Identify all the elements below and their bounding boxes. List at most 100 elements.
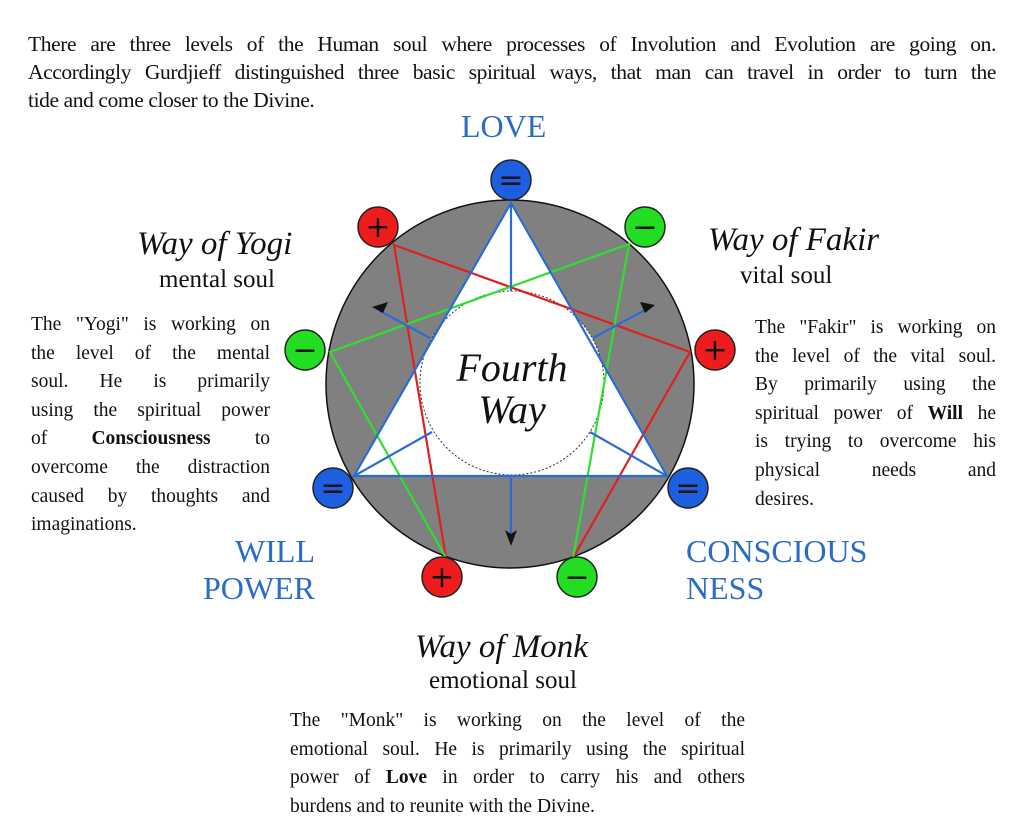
node-circle — [556, 556, 598, 598]
text-segment: the level of the vital soul. — [755, 345, 996, 367]
text-line: desires. — [755, 486, 996, 515]
arrow-yogi — [379, 310, 431, 339]
node-circle — [284, 329, 326, 371]
triangle — [352, 200, 669, 478]
node-equals-icon: = — [667, 467, 709, 509]
text-segment: There are three levels of the Human soul… — [28, 32, 996, 56]
label-love: LOVE — [461, 108, 547, 144]
node-equals-icon: = — [490, 159, 532, 201]
text-segment: power of — [290, 767, 386, 789]
text-segment: in order to carry his and others — [426, 767, 745, 789]
node-minus-icon: − — [284, 329, 326, 371]
label-ness: NESS — [686, 570, 765, 606]
text-line: of Consciousness to — [31, 425, 270, 454]
arrowhead-icon — [640, 302, 655, 313]
text-segment: tide and come closer to the Divine. — [28, 88, 315, 112]
text-line: imaginations. — [31, 511, 270, 540]
text-segment: to — [210, 428, 270, 450]
text-line: caused by thoughts and — [31, 483, 270, 512]
text-segment: overcome the distraction — [31, 456, 270, 478]
node-sign: + — [429, 560, 454, 595]
text-line: using the spiritual power — [31, 397, 270, 426]
node-circle — [357, 206, 399, 248]
text-segment: By primarily using the — [755, 374, 996, 396]
text-segment: spiritual power of — [755, 402, 928, 424]
yogi-description: The "Yogi" is working on the level of the… — [31, 311, 270, 540]
node-circle — [624, 206, 666, 248]
text-segment: caused by thoughts and — [31, 485, 270, 507]
bold-term: Will — [927, 402, 964, 424]
node-sign: + — [702, 333, 727, 368]
node-plus-icon: + — [421, 556, 463, 598]
node-minus-icon: − — [624, 206, 666, 248]
text-segment: of — [31, 428, 92, 450]
text-line: overcome the distraction — [31, 454, 270, 483]
yogi-title: Way of Yogi — [137, 226, 293, 262]
center-label-1: Fourth — [455, 345, 567, 390]
arrow-fakir — [592, 308, 648, 339]
monk-description: The "Monk" is working on the level of th… — [290, 707, 745, 821]
node-plus-icon: + — [694, 329, 736, 371]
fakir-title: Way of Fakir — [708, 222, 880, 258]
text-line: the level of the vital soul. — [755, 343, 996, 372]
green-line — [328, 242, 631, 559]
node-circle — [667, 467, 709, 509]
text-line: By primarily using the — [755, 371, 996, 400]
bold-term: Consciousness — [91, 428, 211, 450]
label-will-power: WILL POWER — [203, 533, 315, 607]
text-segment: burdens and to reunite with the Divine. — [290, 795, 595, 817]
node-sign: = — [675, 471, 700, 506]
text-segment: The "Fakir" is working on — [755, 317, 996, 338]
node-sign: − — [632, 210, 657, 245]
label-consciousness: CONSCIOUS NESS — [686, 533, 867, 607]
text-line: tide and come closer to the Divine. — [28, 86, 996, 114]
text-segment: soul. He is primarily — [31, 371, 270, 393]
text-line: spiritual power of Will he — [755, 400, 996, 429]
text-line: There are three levels of the Human soul… — [28, 30, 996, 58]
text-line: power of Love in order to carry his and … — [290, 764, 745, 793]
node-sign: − — [292, 333, 317, 368]
label-will: WILL — [235, 533, 315, 569]
blue-line — [589, 431, 668, 477]
label-power: POWER — [203, 570, 315, 606]
monk-title: Way of Monk — [415, 629, 588, 665]
text-line: emotional soul. He is primarily using th… — [290, 736, 745, 765]
arrowhead-icon — [372, 302, 388, 313]
fakir-description: The "Fakir" is working on the level of th… — [755, 314, 996, 514]
node-sign: − — [564, 560, 589, 595]
node-sign: = — [320, 471, 345, 506]
node-circle — [694, 329, 736, 371]
text-line: is trying to overcome his — [755, 428, 996, 457]
center-label-2: Way — [478, 387, 546, 432]
text-segment: The "Yogi" is working on — [31, 314, 270, 335]
text-line: The "Fakir" is working on — [755, 314, 996, 343]
text-segment: physical needs and — [755, 459, 996, 481]
node-circle — [421, 556, 463, 598]
text-segment: desires. — [755, 488, 815, 510]
node-circle — [490, 159, 532, 201]
arrowhead-icon — [505, 530, 517, 546]
yogi-subtitle: mental soul — [159, 266, 275, 293]
text-line: The "Monk" is working on the level of th… — [290, 707, 745, 736]
node-plus-icon: + — [357, 206, 399, 248]
fakir-subtitle: vital soul — [740, 262, 833, 289]
bold-term: Love — [385, 767, 427, 789]
text-line: soul. He is primarily — [31, 368, 270, 397]
monk-subtitle: emotional soul — [429, 667, 577, 694]
node-minus-icon: − — [556, 556, 598, 598]
text-line: burdens and to reunite with the Divine. — [290, 793, 745, 822]
text-segment: he — [963, 402, 996, 424]
text-line: the level of the mental — [31, 340, 270, 369]
text-segment: Accordingly Gurdjieff distinguished thre… — [28, 60, 996, 84]
text-segment: using the spiritual power — [31, 399, 270, 421]
label-conscious: CONSCIOUS — [686, 533, 868, 569]
text-line: Accordingly Gurdjieff distinguished thre… — [28, 58, 996, 86]
text-segment: emotional soul. He is primarily using th… — [290, 738, 745, 760]
node-equals-icon: = — [312, 467, 354, 509]
text-segment: the level of the mental — [31, 342, 270, 364]
text-line: physical needs and — [755, 457, 996, 486]
blue-line — [353, 431, 433, 477]
node-sign: + — [365, 210, 390, 245]
text-segment: is trying to overcome his — [755, 431, 996, 453]
